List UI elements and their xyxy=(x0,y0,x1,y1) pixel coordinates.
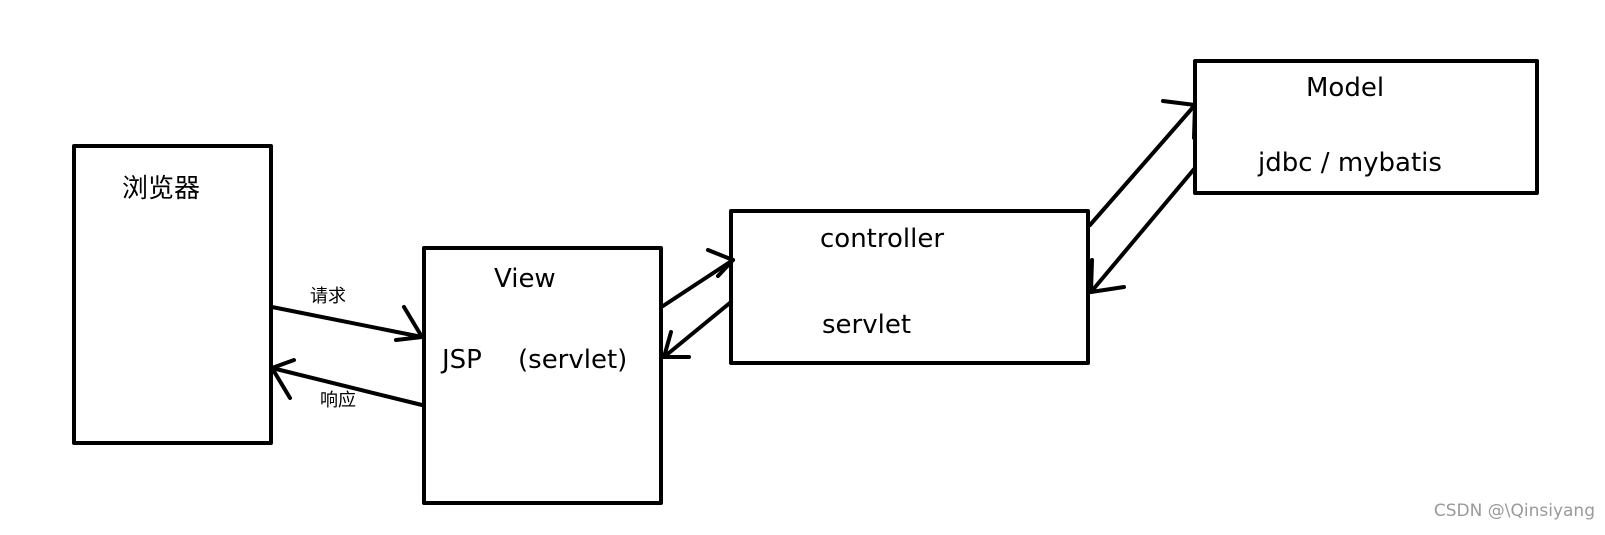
request-arrow xyxy=(270,305,424,342)
controller-servlet-label: servlet xyxy=(822,310,912,340)
controller-box xyxy=(729,209,1090,365)
browser-label: 浏览器 xyxy=(122,174,201,204)
model-to-controller-arrow xyxy=(1089,166,1197,294)
controller-to-model-arrow xyxy=(1088,99,1197,227)
controller-to-view-arrow xyxy=(662,300,733,359)
view-jsp-label: JSP xyxy=(442,345,482,375)
view-to-controller-arrow xyxy=(661,248,735,308)
csdn-watermark: CSDN @\Qinsiyang xyxy=(1433,501,1595,521)
response-arrow xyxy=(270,358,424,407)
response-label: 响应 xyxy=(320,390,356,411)
view-title: View xyxy=(494,264,556,294)
request-label: 请求 xyxy=(310,286,346,307)
browser-box xyxy=(72,144,273,445)
model-title: Model xyxy=(1306,73,1385,103)
view-servlet-label: (servlet) xyxy=(518,345,628,375)
model-subtitle: jdbc / mybatis xyxy=(1258,148,1442,178)
view-box xyxy=(422,246,663,505)
controller-title: controller xyxy=(820,224,945,254)
